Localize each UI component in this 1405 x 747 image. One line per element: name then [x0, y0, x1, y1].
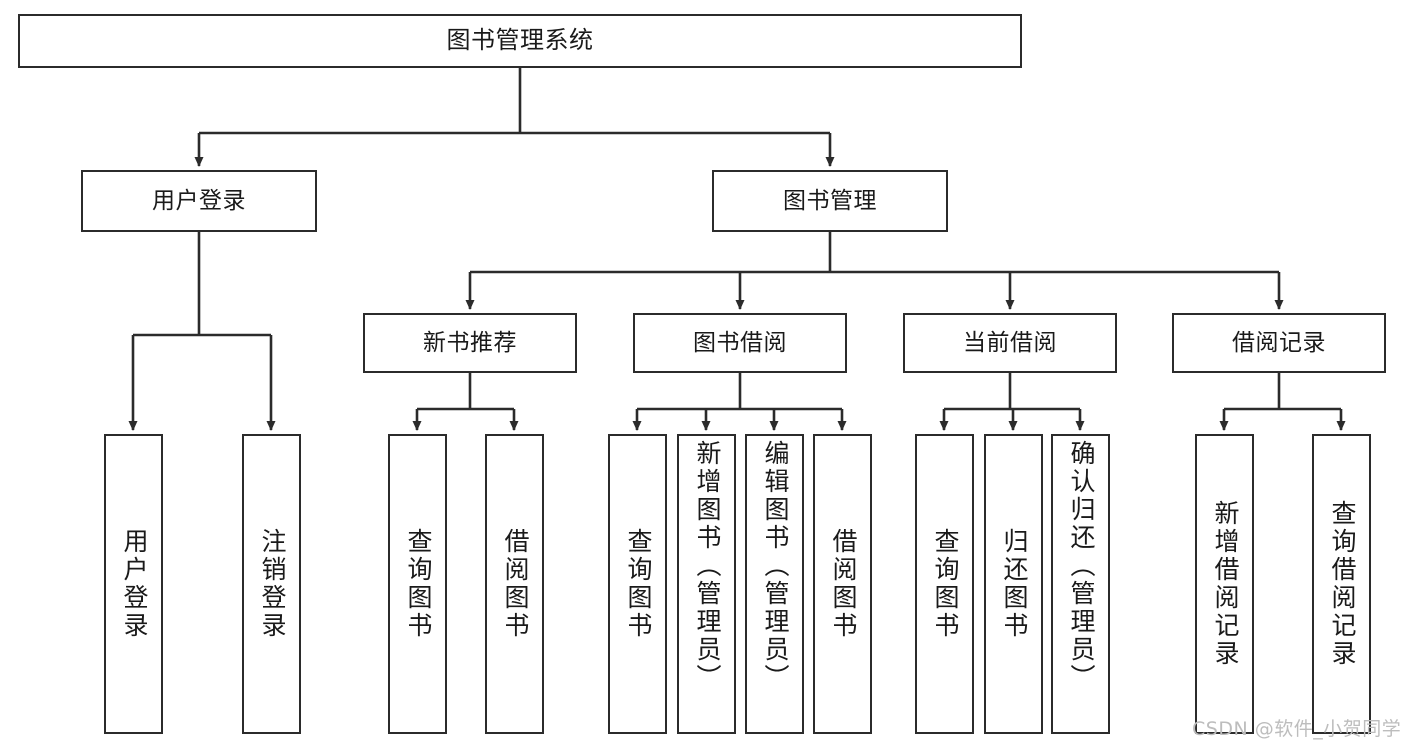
node-leaf-borrow-book-2-label: 借阅图书: [829, 528, 857, 640]
node-leaf-query-book-2[interactable]: 查询图书: [608, 434, 667, 734]
node-leaf-query-record-label: 查询借阅记录: [1328, 500, 1356, 668]
node-user-login-label: 用户登录: [152, 187, 246, 214]
node-leaf-query-book-2-label: 查询图书: [624, 528, 652, 640]
node-leaf-user-login-label: 用户登录: [120, 528, 148, 640]
node-leaf-borrow-book-1[interactable]: 借阅图书: [485, 434, 544, 734]
node-leaf-borrow-book-1-label: 借阅图书: [501, 528, 529, 640]
node-leaf-edit-book-label: 编辑图书（管理员）: [761, 440, 789, 692]
node-borrow-record-label: 借阅记录: [1232, 329, 1326, 356]
node-leaf-confirm-return[interactable]: 确认归还（管理员）: [1051, 434, 1110, 734]
node-borrow-record[interactable]: 借阅记录: [1172, 313, 1386, 373]
node-leaf-query-book-3-label: 查询图书: [931, 528, 959, 640]
node-current-borrow[interactable]: 当前借阅: [903, 313, 1117, 373]
node-leaf-query-book-1[interactable]: 查询图书: [388, 434, 447, 734]
node-new-book-recommend-label: 新书推荐: [423, 329, 517, 356]
node-book-manage-label: 图书管理: [783, 187, 877, 214]
csdn-watermark: CSDN @软件_小贺同学: [1192, 718, 1402, 740]
node-book-borrow[interactable]: 图书借阅: [633, 313, 847, 373]
node-current-borrow-label: 当前借阅: [963, 329, 1057, 356]
node-leaf-borrow-book-2[interactable]: 借阅图书: [813, 434, 872, 734]
node-book-borrow-label: 图书借阅: [693, 329, 787, 356]
node-book-manage[interactable]: 图书管理: [712, 170, 948, 232]
node-leaf-add-record-label: 新增借阅记录: [1211, 500, 1239, 668]
node-root-label: 图书管理系统: [446, 26, 594, 54]
node-leaf-user-logout[interactable]: 注销登录: [242, 434, 301, 734]
node-leaf-edit-book[interactable]: 编辑图书（管理员）: [745, 434, 804, 734]
node-new-book-recommend[interactable]: 新书推荐: [363, 313, 577, 373]
node-leaf-query-book-1-label: 查询图书: [404, 528, 432, 640]
node-leaf-add-book[interactable]: 新增图书（管理员）: [677, 434, 736, 734]
node-leaf-add-book-label: 新增图书（管理员）: [693, 440, 721, 692]
node-leaf-user-logout-label: 注销登录: [258, 528, 286, 640]
node-leaf-user-login[interactable]: 用户登录: [104, 434, 163, 734]
node-leaf-add-record[interactable]: 新增借阅记录: [1195, 434, 1254, 734]
node-user-login[interactable]: 用户登录: [81, 170, 317, 232]
node-root-book-management-system[interactable]: 图书管理系统: [18, 14, 1022, 68]
node-leaf-confirm-return-label: 确认归还（管理员）: [1067, 440, 1095, 692]
node-leaf-query-record[interactable]: 查询借阅记录: [1312, 434, 1371, 734]
node-leaf-query-book-3[interactable]: 查询图书: [915, 434, 974, 734]
node-leaf-return-book[interactable]: 归还图书: [984, 434, 1043, 734]
node-leaf-return-book-label: 归还图书: [1000, 528, 1028, 640]
